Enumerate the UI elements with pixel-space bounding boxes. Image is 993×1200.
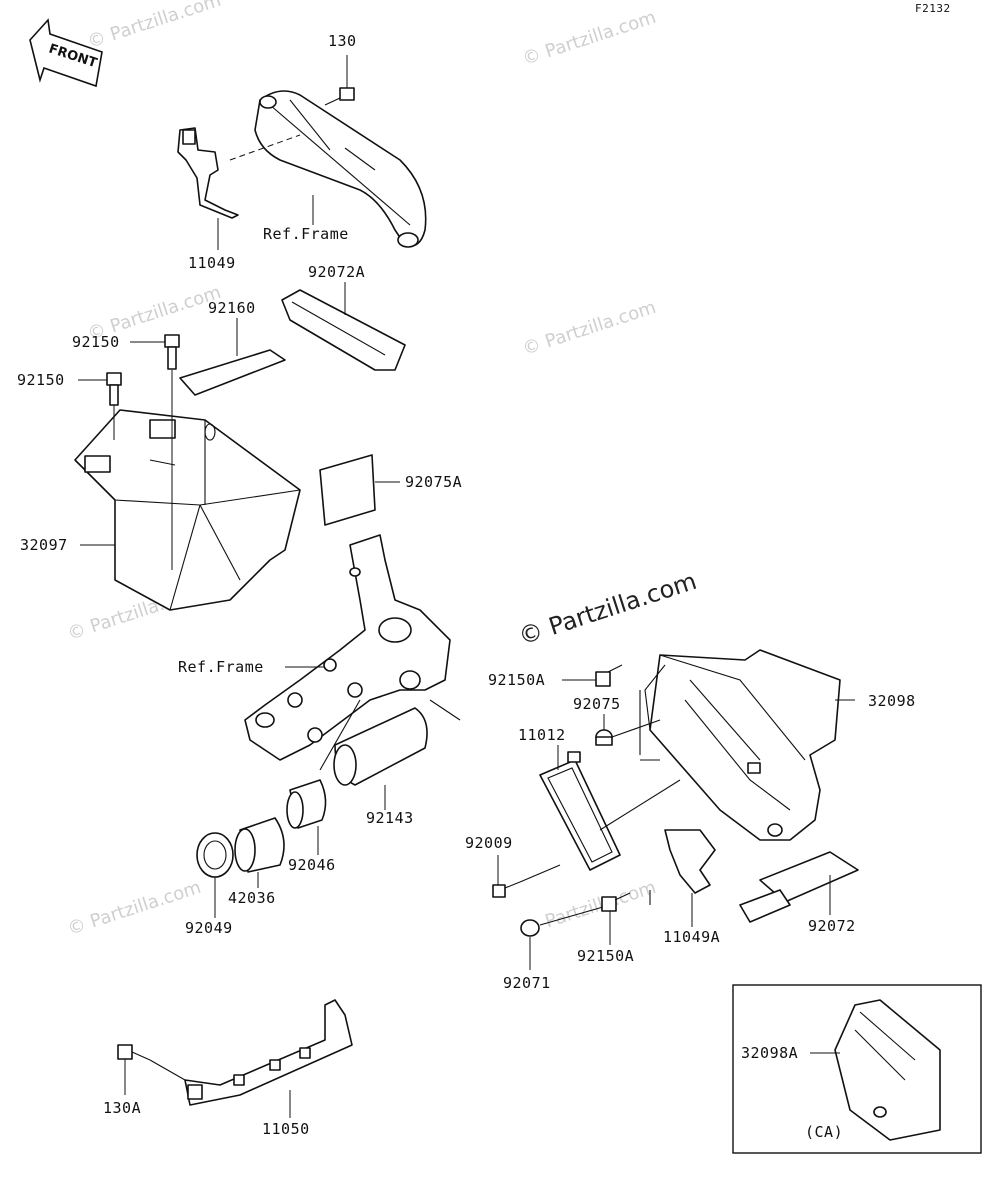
seal-92049	[196, 832, 234, 878]
label-92075: 92075	[573, 695, 621, 713]
sheet-92075A	[319, 454, 376, 526]
label-92075A: 92075A	[405, 473, 462, 491]
label-130A: 130A	[103, 1099, 141, 1117]
cover-32098	[644, 649, 841, 841]
label-92071: 92071	[503, 974, 551, 992]
label-92150-lower: 92150	[17, 371, 65, 389]
front-arrow-icon: FRONT	[29, 18, 103, 88]
strap-92072A	[281, 289, 406, 371]
bracket-11049	[177, 127, 239, 219]
label-11049A: 11049A	[663, 928, 720, 946]
bracket-11049A	[664, 829, 716, 894]
watermark: © Partzilla.com	[520, 877, 659, 940]
grommet-92075	[595, 729, 613, 746]
label-92143: 92143	[366, 809, 414, 827]
watermark: © Partzilla.com	[520, 7, 659, 70]
inset-box-ca	[732, 984, 982, 1154]
watermark: © Partzilla.com	[65, 877, 204, 940]
labels: 130 Ref.Frame 11049 92072A 92160 92150 9…	[17, 32, 916, 1141]
cover-plate-11012	[539, 751, 621, 871]
bolt-92150A-top	[595, 664, 623, 687]
label-130: 130	[328, 32, 357, 50]
label-92160: 92160	[208, 299, 256, 317]
bolt-130	[324, 87, 355, 106]
bolt-92150-upper	[164, 334, 180, 370]
label-42036: 42036	[228, 889, 276, 907]
label-ref-frame-mid: Ref.Frame	[178, 658, 264, 676]
label-11049: 11049	[188, 254, 236, 272]
bolt-92150A-bottom	[601, 892, 631, 912]
frame-top-part	[254, 90, 427, 248]
watermark-center: © Partzilla.com	[515, 567, 700, 651]
label-32098A: 32098A	[741, 1044, 798, 1062]
collar-42036	[234, 817, 285, 873]
nut-92071	[520, 919, 540, 937]
bearing-92046	[286, 779, 327, 829]
label-92150A-bottom: 92150A	[577, 947, 634, 965]
spacer-92143	[333, 707, 428, 786]
label-92046: 92046	[288, 856, 336, 874]
label-92072A: 92072A	[308, 263, 365, 281]
bolt-92150-lower	[106, 372, 122, 406]
label-32097: 32097	[20, 536, 68, 554]
frame-center-part	[244, 534, 451, 761]
label-ca: (CA)	[805, 1123, 843, 1141]
label-92009: 92009	[465, 834, 513, 852]
label-11050: 11050	[262, 1120, 310, 1138]
bracket-11050	[184, 999, 353, 1106]
label-ref-frame-top: Ref.Frame	[263, 225, 349, 243]
label-92072: 92072	[808, 917, 856, 935]
label-11012: 11012	[518, 726, 566, 744]
pad-92160	[179, 349, 286, 396]
label-92150A-top: 92150A	[488, 671, 545, 689]
label-92150-upper: 92150	[72, 333, 120, 351]
battery-case-32097	[74, 409, 301, 611]
label-32098: 32098	[868, 692, 916, 710]
bolt-92009	[492, 881, 521, 898]
label-92049: 92049	[185, 919, 233, 937]
watermark: © Partzilla.com	[85, 0, 224, 53]
bolt-130A	[117, 1044, 151, 1061]
diagram-code: F2132	[915, 2, 951, 15]
strap-92072	[739, 851, 859, 923]
watermark: © Partzilla.com	[520, 297, 659, 360]
